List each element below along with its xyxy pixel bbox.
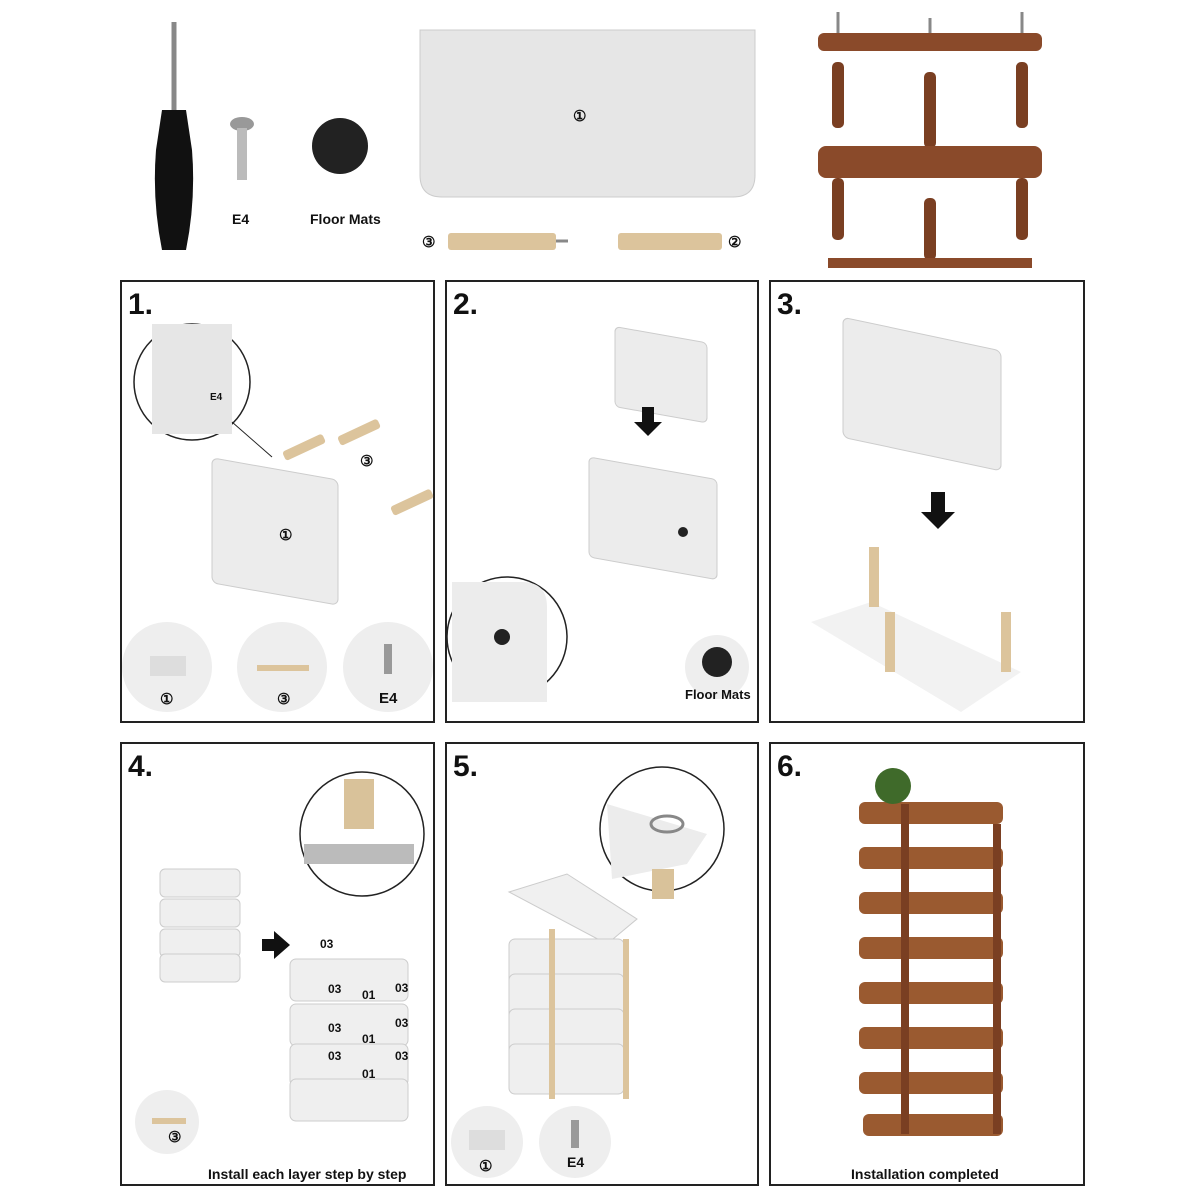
step-6-panel: 6. Installation completed [769, 742, 1085, 1186]
plant-icon [875, 768, 911, 804]
dowel-part-3 [448, 233, 556, 250]
step-2-panel: 2. Floor Mats [445, 280, 759, 723]
step-caption: Installation completed [851, 1166, 999, 1182]
step-1-panel: 1. E4 ① ③ ① ③ E4 [120, 280, 435, 723]
step-4-panel: 4. 03 03 01 03 03 01 03 03 01 03 ③ Insta… [120, 742, 435, 1186]
screw-label: E4 [232, 211, 250, 227]
board-label: ① [279, 527, 293, 544]
part-screw: E4 [379, 690, 398, 707]
part-code: 01 [362, 1067, 376, 1081]
walnut-shelf-preview [818, 12, 1042, 268]
part-code: 03 [328, 1021, 342, 1035]
step-3-panel: 3. [769, 280, 1085, 723]
callout-screw-label: E4 [210, 392, 223, 403]
part-code: 03 [395, 1049, 409, 1063]
part-code: 03 [328, 982, 342, 996]
step-number: 2. [453, 288, 479, 321]
step-number: 3. [777, 288, 803, 321]
floor-mat-icon [312, 118, 368, 174]
part-dowel: ③ [277, 691, 291, 708]
step-number: 5. [453, 750, 479, 783]
part-dowel: ③ [168, 1129, 182, 1146]
step-5-drawing [451, 766, 725, 1178]
step-caption: Install each layer step by step [208, 1166, 407, 1182]
dowel-label: ③ [360, 453, 374, 470]
arrow-down-icon [921, 492, 955, 529]
part-screw: E4 [567, 1154, 585, 1170]
board-label: ① [573, 108, 587, 125]
part-floor-mats: Floor Mats [685, 687, 751, 702]
step-3-drawing [811, 317, 1021, 712]
step-number: 1. [128, 288, 154, 321]
part-code: 01 [362, 1032, 376, 1046]
dowel-left-label: ③ [422, 234, 436, 251]
part-code: 03 [395, 981, 409, 995]
arrow-right-icon [262, 931, 290, 959]
parts-drawings [154, 12, 1042, 268]
part-code: 03 [328, 1049, 342, 1063]
dowel-right-label: ② [728, 234, 742, 251]
part-code: 01 [362, 988, 376, 1002]
part-code: 03 [395, 1016, 409, 1030]
step-number: 4. [128, 750, 154, 783]
step-number: 6. [777, 750, 803, 783]
board-part-1 [419, 29, 756, 198]
arrow-down-icon [634, 407, 662, 436]
part-board: ① [479, 1158, 493, 1175]
screw-e4-icon [230, 117, 254, 180]
step-1-drawing [122, 323, 434, 712]
dowel-part-2 [618, 233, 722, 250]
step-4-drawing [135, 771, 425, 1154]
part-code: 03 [320, 937, 334, 951]
part-board: ① [160, 691, 174, 708]
floor-mat-label: Floor Mats [310, 211, 381, 227]
step-6-drawing [859, 768, 1003, 1136]
step-2-drawing [447, 326, 749, 702]
step-5-panel: 5. ① E4 [445, 742, 759, 1186]
screwdriver-icon [154, 22, 194, 250]
